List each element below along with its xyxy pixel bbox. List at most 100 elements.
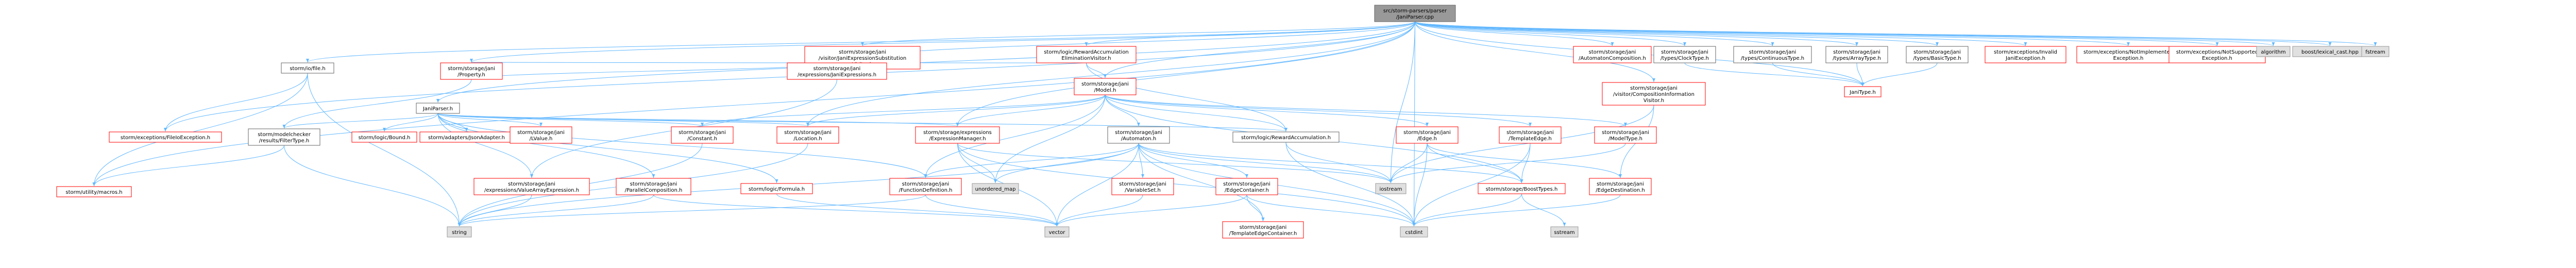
node-parallelcomp[interactable]: storm/storage/jani/ParallelComposition.h (616, 178, 691, 195)
node-janiparser-h[interactable]: JaniParser.h (416, 103, 460, 114)
node-cstdint: cstdint (1400, 226, 1428, 238)
node-rewardacc[interactable]: storm/logic/RewardAccumulation.h (1232, 131, 1340, 143)
node-templateedgecontainer[interactable]: storm/storage/jani/TemplateEdgeContainer… (1222, 221, 1304, 239)
edge-model-to-rewardacc (1105, 94, 1287, 132)
node-lexical-cast: boost/lexical_cast.hpp (2292, 46, 2368, 57)
node-label: sstream (1554, 230, 1574, 236)
node-templateedge[interactable]: storm/storage/jani/TemplateEdge.h (1499, 126, 1562, 144)
node-box (416, 103, 460, 114)
node-edge[interactable]: storm/storage/jani/Edge.h (1396, 126, 1459, 144)
node-formula[interactable]: storm/logic/Formula.h (740, 183, 813, 194)
node-janitype[interactable]: JaniType.h (1844, 86, 1882, 97)
node-iostream: iostream (1375, 183, 1406, 194)
node-label: boost/lexical_cast.hpp (2301, 49, 2359, 55)
node-filteredexception[interactable]: storm/exceptions/FileIoException.h (109, 131, 222, 143)
edge-basictype-to-janitype (1861, 62, 1938, 87)
node-compinfo[interactable]: storm/storage/jani/visitor/CompositionIn… (1602, 82, 1706, 106)
node-arraytype[interactable]: storm/storage/jani/types/ArrayType.h (1825, 46, 1888, 63)
edge-janiparser_h-to-lvalue (437, 113, 543, 127)
node-location[interactable]: storm/storage/jani/Location.h (776, 126, 839, 144)
node-property[interactable]: storm/storage/jani/Property.h (440, 62, 503, 80)
node-bound[interactable]: storm/logic/Bound.h (351, 131, 417, 143)
node-macros[interactable]: storm/utility/macros.h (56, 186, 132, 197)
node-variableset[interactable]: storm/storage/jani/VariableSet.h (1111, 178, 1174, 195)
node-vector: vector (1044, 226, 1070, 238)
edge-root-to-macros (92, 21, 1415, 187)
edge-boosttypes-to-sstream (1521, 193, 1566, 227)
node-label: storm/exceptions/NotImplemented (2083, 49, 2173, 55)
node-funcdef[interactable]: storm/storage/jani/FunctionDefinition.h (889, 178, 962, 195)
node-label: storm/storage/jani (1240, 225, 1287, 230)
edge-exprmanager-to-iostream (957, 143, 1393, 183)
node-exprmanager[interactable]: storm/storage/expressions/ExpressionMana… (915, 126, 1000, 144)
node-automaton-comp[interactable]: storm/storage/jani/AutomatonComposition.… (1573, 46, 1652, 63)
edge-edgedest-to-cstdint (1412, 194, 1621, 227)
node-filtertype[interactable]: storm/modelchecker/results/FilterType.h (248, 128, 320, 146)
node-box (1375, 183, 1406, 194)
edge-model-to-modeltype (1105, 94, 1627, 127)
node-edgecontainer[interactable]: storm/storage/jani/EdgeContainer.h (1215, 178, 1278, 195)
edge-boosttypes-to-cstdint (1412, 193, 1522, 227)
node-label: Exception.h (2113, 56, 2144, 61)
edge-root-to-property (470, 21, 1415, 63)
edge-parallelcomp-to-string (457, 194, 654, 227)
node-box (1733, 46, 1812, 63)
node-box (1602, 82, 1706, 106)
node-label: storm/io/file.h (290, 66, 325, 72)
node-label: /expressions/JaniExpressions.h (798, 72, 876, 78)
node-label: /Constant.h (687, 136, 717, 142)
node-model[interactable]: storm/storage/jani/Model.h (1074, 78, 1137, 95)
node-label: storm/exceptions/NotSupported (2176, 49, 2258, 55)
node-modeltype[interactable]: storm/storage/jani/ModelType.h (1594, 126, 1657, 144)
edge-templateedge-to-cstdint (1412, 143, 1531, 227)
node-box (1074, 78, 1137, 95)
node-box (1499, 126, 1562, 144)
node-label: /TemplateEdgeContainer.h (1229, 231, 1297, 237)
node-file[interactable]: storm/io/file.h (281, 62, 334, 74)
edge-continuoustype-to-janitype (1772, 62, 1865, 87)
node-label: storm/storage/expressions (923, 130, 992, 136)
node-constant[interactable]: storm/storage/jani/Constant.h (671, 126, 734, 144)
node-box (1573, 46, 1652, 63)
edge-file-to-string (307, 73, 461, 227)
node-rae-visitor[interactable]: storm/logic/RewardAccumulationEliminatio… (1036, 46, 1137, 63)
node-box (740, 183, 813, 194)
node-label: storm/storage/jani (448, 66, 495, 72)
node-notimpl[interactable]: storm/exceptions/NotImplementedException… (2076, 46, 2180, 63)
node-label: /TemplateEdge.h (1509, 136, 1552, 142)
node-box (1594, 126, 1657, 144)
node-label: Visitor.h (1643, 98, 1664, 104)
node-lvalue[interactable]: storm/storage/jani/LValue.h (510, 126, 572, 144)
edge-rewardacc-to-cstdint (1285, 142, 1416, 227)
node-label: /Location.h (793, 136, 822, 142)
node-box (1374, 5, 1456, 22)
node-edgedest[interactable]: storm/storage/jani/EdgeDestination.h (1589, 178, 1652, 195)
node-basictype[interactable]: storm/storage/jani/types/BasicType.h (1906, 46, 1969, 63)
node-continuoustype[interactable]: storm/storage/jani/types/ContinuousType.… (1733, 46, 1812, 63)
edge-janiparser_h-to-parallelcomp (437, 113, 655, 178)
node-label: storm/exceptions/FileIoException.h (121, 135, 210, 141)
edge-edgecontainer-to-cstdint (1246, 194, 1416, 227)
edge-model-to-edge (1105, 94, 1429, 127)
node-root[interactable]: src/storm-parsers/parser/JaniParser.cpp (1374, 5, 1456, 22)
node-box (2256, 46, 2291, 57)
node-clocktype[interactable]: storm/storage/jani/types/ClockType.h (1653, 46, 1716, 63)
node-janiexpressions[interactable]: storm/storage/jani/expressions/JaniExpre… (787, 62, 887, 80)
node-valuearrayexpr[interactable]: storm/storage/jani/expressions/ValueArra… (473, 178, 590, 195)
edge-root-to-notimpl (1415, 21, 2130, 46)
edge-edge-to-edgedest (1427, 143, 1622, 178)
node-jsonadapter[interactable]: storm/adapters/JsonAdapter.h (419, 131, 514, 143)
edge-root-to-basictype (1415, 21, 1939, 46)
node-box (281, 62, 334, 74)
node-label: string (452, 230, 467, 236)
node-box (1400, 226, 1428, 238)
edge-edge-to-boosttypes (1427, 143, 1523, 183)
node-boosttypes[interactable]: storm/storage/BoostTypes.h (1478, 183, 1566, 194)
node-string: string (447, 226, 472, 238)
node-automaton[interactable]: storm/storage/jani/Automaton.h (1107, 126, 1170, 144)
node-label: storm/storage/jani (508, 181, 555, 187)
node-label: storm/storage/jani (784, 130, 832, 136)
